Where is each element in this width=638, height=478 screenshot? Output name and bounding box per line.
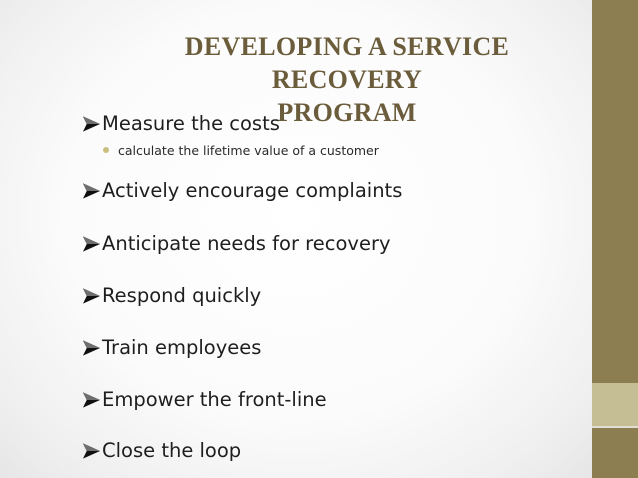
bullet-item: Train employees xyxy=(82,336,261,360)
sub-bullet-item: calculate the lifetime value of a custom… xyxy=(103,143,379,159)
accent-bar-divider xyxy=(592,426,638,428)
bullet-text: Close the loop xyxy=(102,439,242,462)
bullet-item: Measure the costs calculate the lifetime… xyxy=(82,112,379,158)
arrow-bullet-icon xyxy=(82,392,101,408)
slide-background xyxy=(0,0,592,478)
bullet-text: Empower the front-line xyxy=(102,388,327,411)
arrow-bullet-icon xyxy=(82,236,101,252)
bullet-item: Anticipate needs for recovery xyxy=(82,232,391,256)
bullet-item: Empower the front-line xyxy=(82,388,327,412)
sub-bullet-text: calculate the lifetime value of a custom… xyxy=(118,143,379,158)
bullet-item: Actively encourage complaints xyxy=(82,179,402,203)
arrow-bullet-icon xyxy=(82,183,101,199)
arrow-bullet-icon xyxy=(82,443,101,459)
bullet-item: Respond quickly xyxy=(82,284,261,308)
bullet-text: Respond quickly xyxy=(102,284,262,307)
slide-title: DEVELOPING A SERVICE RECOVERY PROGRAM xyxy=(112,30,582,129)
bullet-text: Anticipate needs for recovery xyxy=(102,232,391,255)
arrow-bullet-icon xyxy=(82,116,101,132)
bullet-item: Close the loop xyxy=(82,439,241,463)
arrow-bullet-icon xyxy=(82,288,101,304)
bullet-text: Actively encourage complaints xyxy=(102,179,403,202)
slide-title-line-2: PROGRAM xyxy=(277,98,417,127)
bullet-text: Train employees xyxy=(102,336,262,359)
arrow-bullet-icon xyxy=(82,340,101,356)
bullet-text: Measure the costs xyxy=(102,112,280,135)
dot-bullet-icon xyxy=(103,147,109,153)
accent-side-bar xyxy=(592,0,638,478)
accent-bar-light-segment xyxy=(592,383,638,426)
slide-title-line-1: DEVELOPING A SERVICE RECOVERY xyxy=(184,32,510,94)
